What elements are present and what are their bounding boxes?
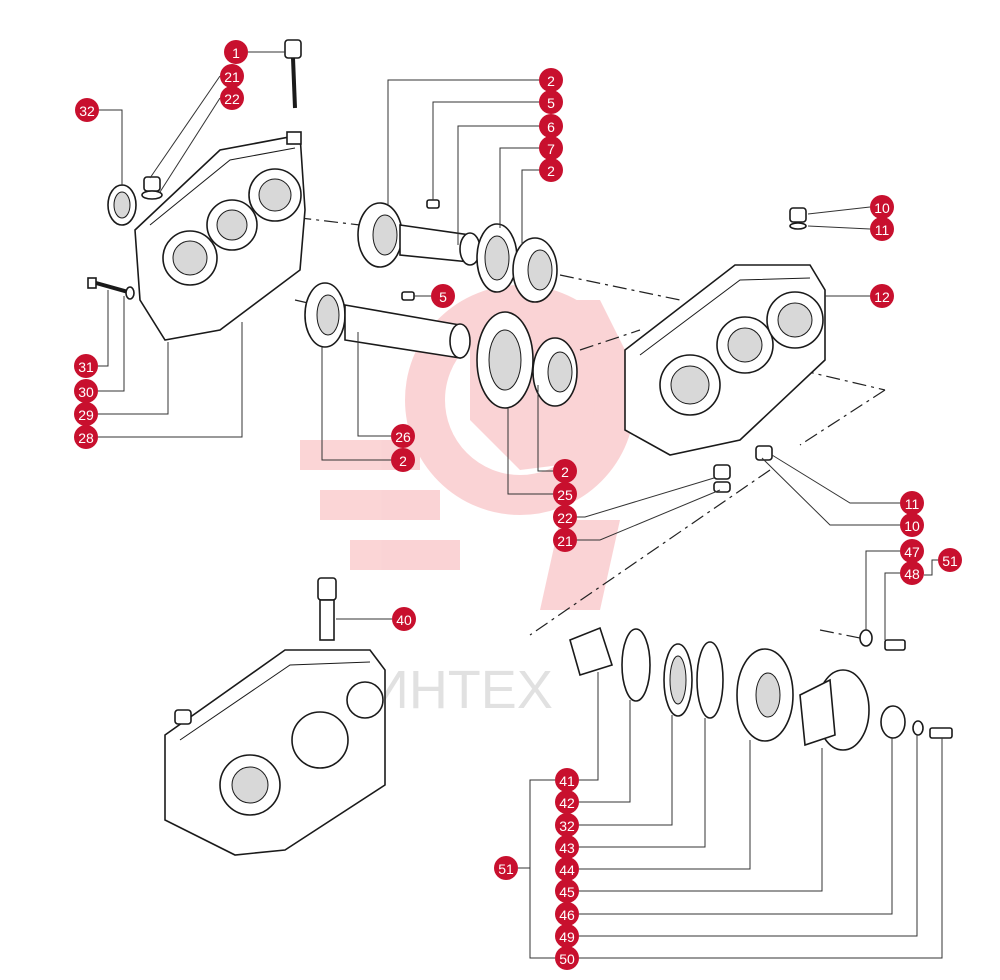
callout-2: 2 (553, 459, 577, 483)
callout-22: 22 (553, 505, 577, 529)
callout-label: 21 (224, 69, 240, 85)
callout-label: 43 (559, 840, 575, 856)
callout-45: 45 (555, 879, 579, 903)
plug-part (141, 176, 163, 200)
callout-10: 10 (870, 195, 894, 219)
callout-label: 2 (547, 73, 555, 89)
callout-2: 2 (539, 158, 563, 182)
callout-label: 44 (559, 862, 575, 878)
callout-49: 49 (555, 924, 579, 948)
callout-label: 11 (905, 496, 920, 512)
callout-label: 50 (559, 951, 575, 967)
flange-assembly (569, 626, 953, 751)
callout-label: 28 (78, 430, 94, 446)
callout-22: 22 (220, 86, 244, 110)
callout-5: 5 (539, 90, 563, 114)
callout-7: 7 (539, 136, 563, 160)
callout-32: 32 (75, 98, 99, 122)
callout-51: 51 (494, 856, 518, 880)
seal-ring-part (107, 184, 137, 226)
callout-label: 11 (875, 222, 890, 238)
callout-50: 50 (555, 946, 579, 970)
callout-26: 26 (391, 424, 415, 448)
callout-label: 30 (78, 384, 94, 400)
leader-lines (98, 51, 943, 959)
callout-label: 5 (547, 95, 555, 111)
callout-43: 43 (555, 835, 579, 859)
callout-label: 22 (224, 91, 240, 107)
callout-42: 42 (555, 790, 579, 814)
callout-label: 42 (559, 795, 575, 811)
callout-30: 30 (74, 379, 98, 403)
callout-12: 12 (870, 284, 894, 308)
housing-half-left (134, 131, 306, 341)
dipstick-part (284, 39, 302, 109)
callout-label: 46 (559, 907, 575, 923)
callout-11: 11 (870, 217, 894, 241)
watermark-text: ИНТЕХ (370, 660, 553, 720)
callout-29: 29 (74, 402, 98, 426)
callout-2: 2 (539, 68, 563, 92)
callout-label: 22 (557, 510, 573, 526)
callout-32: 32 (555, 813, 579, 837)
callout-label: 2 (547, 163, 555, 179)
callout-label: 1 (232, 45, 240, 61)
assembled-housing (164, 577, 386, 856)
callout-5: 5 (431, 284, 455, 308)
callout-label: 2 (561, 464, 569, 480)
callout-label: 49 (559, 929, 575, 945)
callout-21: 21 (553, 528, 577, 552)
breather-part (789, 207, 807, 230)
callout-label: 5 (439, 289, 447, 305)
callout-label: 32 (79, 103, 95, 119)
callout-label: 47 (904, 544, 920, 560)
callout-label: 51 (942, 553, 958, 569)
bolt-part (87, 277, 135, 300)
lower-shaft-assembly (304, 282, 578, 409)
callout-label: 12 (874, 289, 890, 305)
callout-label: 26 (395, 429, 411, 445)
callout-label: 41 (559, 773, 575, 789)
callout-label: 45 (559, 884, 575, 900)
callout-40: 40 (392, 607, 416, 631)
upper-shaft-assembly (357, 199, 558, 303)
callout-21: 21 (220, 64, 244, 88)
callout-label: 25 (557, 487, 573, 503)
callout-1: 1 (224, 40, 248, 64)
callout-2: 2 (391, 448, 415, 472)
callout-label: 31 (78, 359, 94, 375)
callout-label: 10 (874, 200, 890, 216)
callout-25: 25 (553, 482, 577, 506)
callout-label: 2 (399, 453, 407, 469)
callout-46: 46 (555, 902, 579, 926)
callout-41: 41 (555, 768, 579, 792)
callout-label: 6 (547, 119, 555, 135)
callout-10: 10 (900, 513, 924, 537)
callout-label: 51 (498, 861, 514, 877)
callout-6: 6 (539, 114, 563, 138)
callout-51: 51 (938, 548, 962, 572)
callout-label: 7 (547, 141, 555, 157)
callout-48: 48 (900, 561, 924, 585)
callout-label: 21 (557, 533, 573, 549)
callout-11: 11 (900, 491, 924, 515)
callout-label: 32 (559, 818, 575, 834)
callout-label: 40 (396, 612, 412, 628)
callout-28: 28 (74, 425, 98, 449)
callout-label: 48 (904, 566, 920, 582)
housing-half-right (624, 264, 826, 456)
callout-47: 47 (900, 539, 924, 563)
callout-label: 29 (78, 407, 94, 423)
callout-31: 31 (74, 354, 98, 378)
callout-44: 44 (555, 857, 579, 881)
callout-label: 10 (904, 518, 920, 534)
drain-plug-part (713, 445, 773, 493)
